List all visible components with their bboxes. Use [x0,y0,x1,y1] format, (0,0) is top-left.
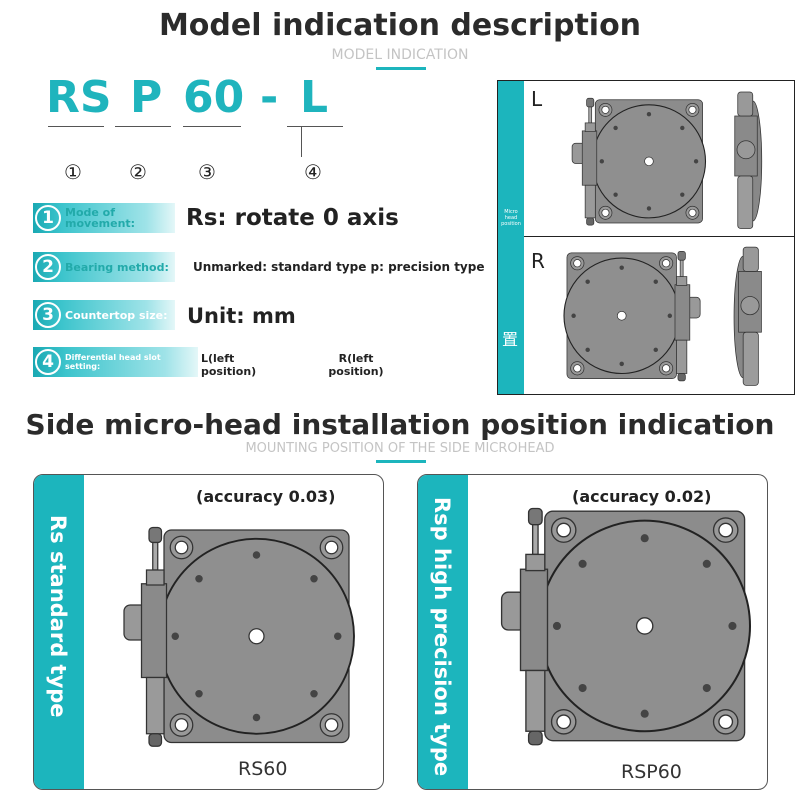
code-part-bearing: P [130,72,163,123]
row-label-size: 3 Countertop size: [33,300,175,330]
code-number: ① [64,160,82,184]
row-label-text: Mode of movement: [65,206,136,230]
product-model: RS60 [238,758,288,780]
section-underline [376,460,426,463]
strip-text: Micro head position [501,209,521,227]
label-right-position: R [531,249,545,273]
stage-side-drawing [726,86,766,236]
product-drawing [84,515,374,765]
title-underline [376,67,426,70]
row-number: 2 [35,254,61,280]
row-label-text: Bearing method: [65,260,169,274]
product-card-rs: Rs standard type (accuracy 0.03) RS60 [33,474,384,790]
panel-divider [524,236,794,237]
row-value-bearing: Unmarked: standard type p: precision typ… [193,260,485,274]
product-type: Rs standard type [46,515,70,718]
code-part-series: RS [46,72,112,123]
code-number: ② [129,160,147,184]
stage-left-drawing [548,91,718,236]
code-number: ③ [198,160,216,184]
code-part-size: 60 [183,72,245,123]
position-panel: Micro head position 置 L R [497,80,795,395]
product-strip: Rs standard type [34,475,84,789]
row-value-left: L(left position) [201,352,257,378]
section-subtitle: MOUNTING POSITION OF THE SIDE MICROHEAD [245,441,555,456]
row-value-size: Unit: mm [187,304,296,328]
row-number: 1 [35,205,61,231]
row-label-text: Countertop size: [65,308,168,322]
code-underline [183,126,241,127]
section-title: Side micro-head installation position in… [25,408,775,441]
product-type: Rsp high precision type [430,497,454,777]
product-accuracy: (accuracy 0.02) [572,487,712,506]
row-label-text: Differential head slot setting: [65,353,161,371]
row-value-right: R(left position) [328,352,384,378]
stage-side-drawing [730,241,770,393]
strip-char: 置 [502,330,519,349]
code-part-dash: - [260,72,279,123]
position-strip: Micro head position 置 [498,81,524,394]
code-connector [301,127,302,157]
code-underline [287,126,343,127]
product-strip: Rsp high precision type [418,475,468,789]
code-part-position: L [300,72,329,123]
stage-right-drawing [553,244,723,392]
row-number: 4 [35,349,61,375]
page-subtitle: MODEL INDICATION [331,47,469,63]
product-model: RSP60 [621,761,682,783]
row-label-bearing: 2 Bearing method: [33,252,175,282]
code-number: ④ [304,160,322,184]
row-number: 3 [35,302,61,328]
product-card-rsp: Rsp high precision type (accuracy 0.02) … [417,474,768,790]
label-left-position: L [531,87,543,111]
code-underline [115,126,171,127]
product-drawing [470,495,760,765]
page-title: Model indication description [158,8,642,43]
product-accuracy: (accuracy 0.03) [196,487,336,506]
row-value-movement: Rs: rotate 0 axis [186,205,399,231]
code-underline [48,126,104,127]
